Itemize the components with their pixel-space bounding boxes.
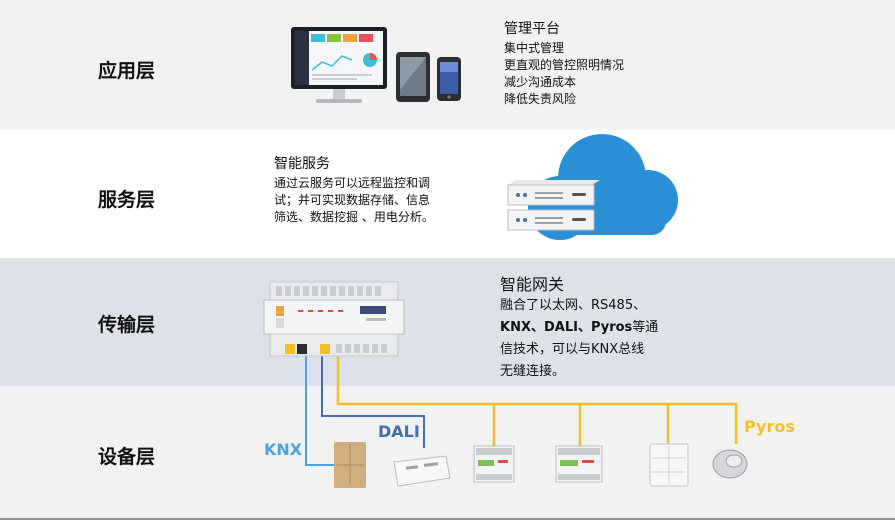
- service-layer-band: [0, 130, 895, 258]
- layer-label-transport: 传输层: [98, 314, 156, 336]
- smart-gateway-line: 无缝连接。: [500, 364, 566, 379]
- smart-gateway-description: 智能网关 融合了以太网、RS485、 KNX、DALI、Pyros等通 信技术，…: [500, 275, 658, 383]
- monitor-icon: [291, 27, 387, 103]
- actuator-module-icon: [473, 445, 515, 483]
- management-platform-line: 降低失责风险: [504, 92, 577, 106]
- keypad-panel-icon: [649, 443, 689, 487]
- smart-gateway-line: 信技术，可以与KNX总线: [500, 342, 645, 357]
- smart-service-line: 筛选、数据挖掘 、用电分析。: [274, 210, 434, 224]
- tablet-icon: [396, 52, 430, 102]
- management-platform-line: 集中式管理: [504, 41, 565, 55]
- smart-service-line: 试；并可实现数据存储、信息: [274, 193, 431, 207]
- knx-bus-label: KNX: [264, 440, 303, 459]
- server-icon: [507, 180, 600, 231]
- device-layer-band: [0, 386, 895, 520]
- transport-layer-band: [0, 258, 895, 386]
- management-platform-line: 更直观的管控照明情况: [504, 58, 625, 72]
- dali-bus-label: DALI: [378, 422, 420, 441]
- smart-gateway-protocols: KNX、DALI、Pyros: [500, 320, 633, 335]
- pyros-bus-label: Pyros: [744, 417, 795, 436]
- dali-bus-line: [321, 356, 425, 448]
- knx-wall-switch-icon: [334, 442, 366, 488]
- smart-gateway-line-rest: 等通: [632, 320, 659, 335]
- management-platform-title: 管理平台: [504, 21, 560, 37]
- pyros-bus-line: [336, 356, 738, 446]
- smart-gateway-line: 融合了以太网、RS485、: [500, 298, 647, 313]
- dimmer-module-icon: [555, 445, 603, 483]
- smart-gateway-line: KNX、DALI、Pyros等通: [500, 317, 658, 339]
- pyros-sensor-icon: [712, 449, 748, 479]
- gateway-module-icon: [263, 281, 405, 357]
- phone-icon: [437, 57, 461, 101]
- dali-driver-icon: [393, 455, 451, 487]
- management-platform-line: 减少沟通成本: [504, 75, 577, 89]
- smart-service-line: 通过云服务可以远程监控和调: [274, 176, 431, 190]
- knx-bus-line: [305, 356, 334, 466]
- management-platform-description: 管理平台 集中式管理 更直观的管控照明情况 减少沟通成本 降低失责风险: [504, 20, 624, 108]
- layer-label-application: 应用层: [98, 60, 156, 82]
- smart-service-title: 智能服务: [274, 156, 330, 172]
- layer-label-service: 服务层: [98, 189, 156, 211]
- smart-gateway-title: 智能网关: [500, 275, 565, 294]
- smart-service-description: 智能服务 通过云服务可以远程监控和调 试；并可实现数据存储、信息 筛选、数据挖掘…: [274, 155, 434, 226]
- layer-label-device: 设备层: [98, 446, 156, 468]
